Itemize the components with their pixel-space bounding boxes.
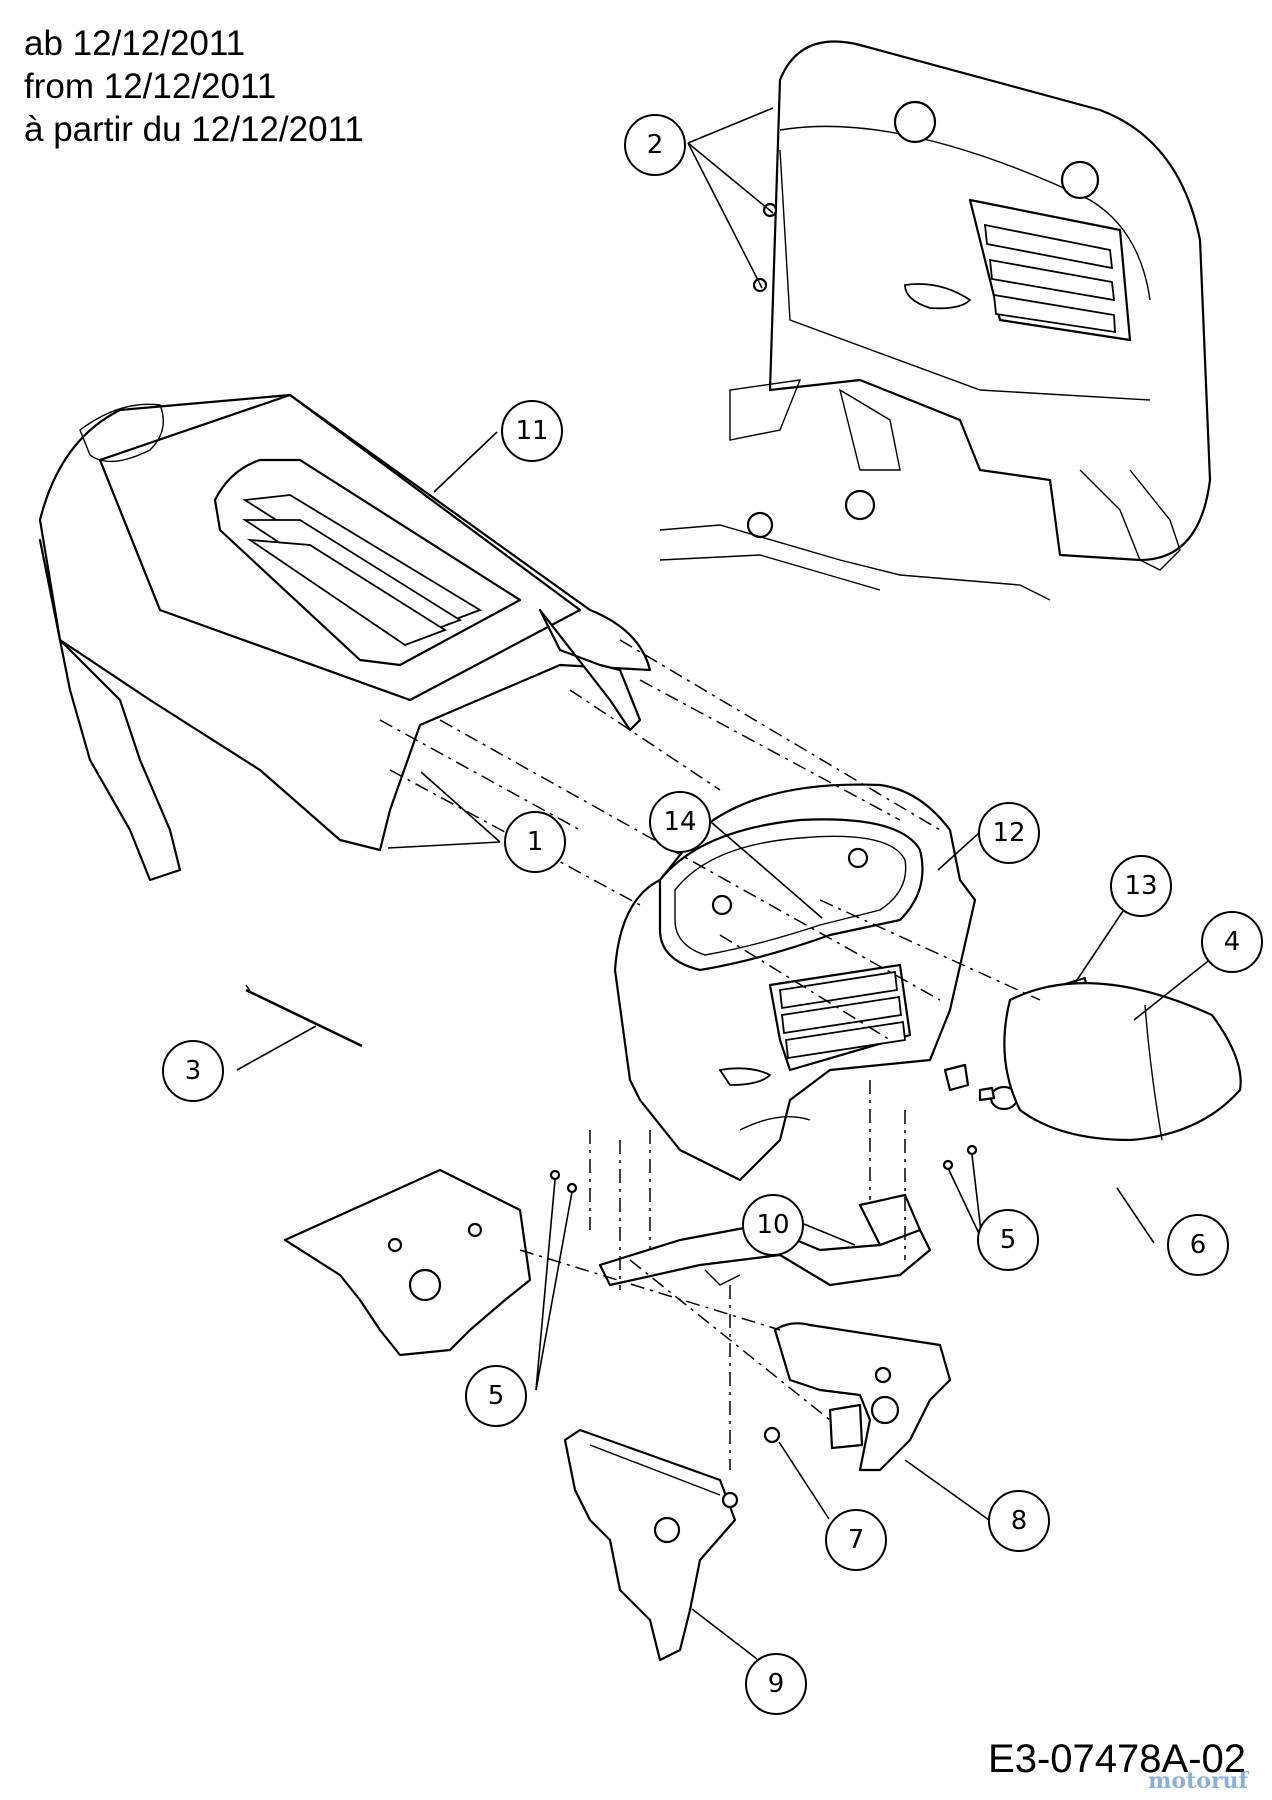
callout-8-label: 8 xyxy=(1011,1506,1028,1536)
mounting-plate xyxy=(283,1168,532,1357)
callout-10-label: 10 xyxy=(756,1210,789,1240)
callout-4: 4 xyxy=(1201,911,1263,973)
callout-5-right-label: 5 xyxy=(1000,1225,1017,1255)
callout-11-label: 11 xyxy=(515,416,548,446)
callout-9: 9 xyxy=(745,1653,807,1715)
screw-part-7 xyxy=(763,1426,781,1444)
inset-front-hood-view xyxy=(659,40,1212,601)
validity-date-fr: à partir du 12/12/2011 xyxy=(24,110,364,149)
callout-2-label: 2 xyxy=(647,130,664,160)
bracket-part-9 xyxy=(563,1428,739,1662)
callout-1-label: 1 xyxy=(527,827,544,857)
validity-date-de: ab 12/12/2011 xyxy=(24,24,246,63)
callout-14: 14 xyxy=(649,791,711,853)
callout-3-label: 3 xyxy=(185,1056,202,1086)
callout-13: 13 xyxy=(1110,855,1172,917)
callout-5-right: 5 xyxy=(977,1209,1039,1271)
callout-7-label: 7 xyxy=(848,1525,865,1555)
callout-3: 3 xyxy=(162,1040,224,1102)
callout-9-label: 9 xyxy=(768,1669,785,1699)
callout-4-label: 4 xyxy=(1224,927,1241,957)
document-code: E3-07478A-02 xyxy=(988,1737,1246,1781)
front-grille-part-12 xyxy=(613,783,977,1182)
callout-5-left-label: 5 xyxy=(488,1381,505,1411)
callout-2: 2 xyxy=(624,114,686,176)
bumper-part-6 xyxy=(1003,982,1242,1142)
callout-6-label: 6 xyxy=(1190,1230,1207,1260)
callout-8: 8 xyxy=(988,1490,1050,1552)
bracket-part-8 xyxy=(773,1322,952,1472)
callout-7: 7 xyxy=(825,1509,887,1571)
callout-5-left: 5 xyxy=(465,1365,527,1427)
hood-part-11 xyxy=(38,393,652,882)
callout-12-label: 12 xyxy=(992,818,1025,848)
validity-date-en: from 12/12/2011 xyxy=(24,67,277,106)
callout-10: 10 xyxy=(742,1194,804,1256)
callout-11: 11 xyxy=(501,400,563,462)
validity-dates: ab 12/12/2011 from 12/12/2011 à partir d… xyxy=(24,22,364,151)
watermark: motoruf xyxy=(1148,1768,1248,1794)
callout-13-label: 13 xyxy=(1124,871,1157,901)
callout-1: 1 xyxy=(504,811,566,873)
callout-12: 12 xyxy=(978,802,1040,864)
callout-6: 6 xyxy=(1167,1214,1229,1276)
assembly-lines xyxy=(379,639,1041,1470)
tie-part-3 xyxy=(245,984,363,1048)
callout-14-label: 14 xyxy=(663,807,696,837)
